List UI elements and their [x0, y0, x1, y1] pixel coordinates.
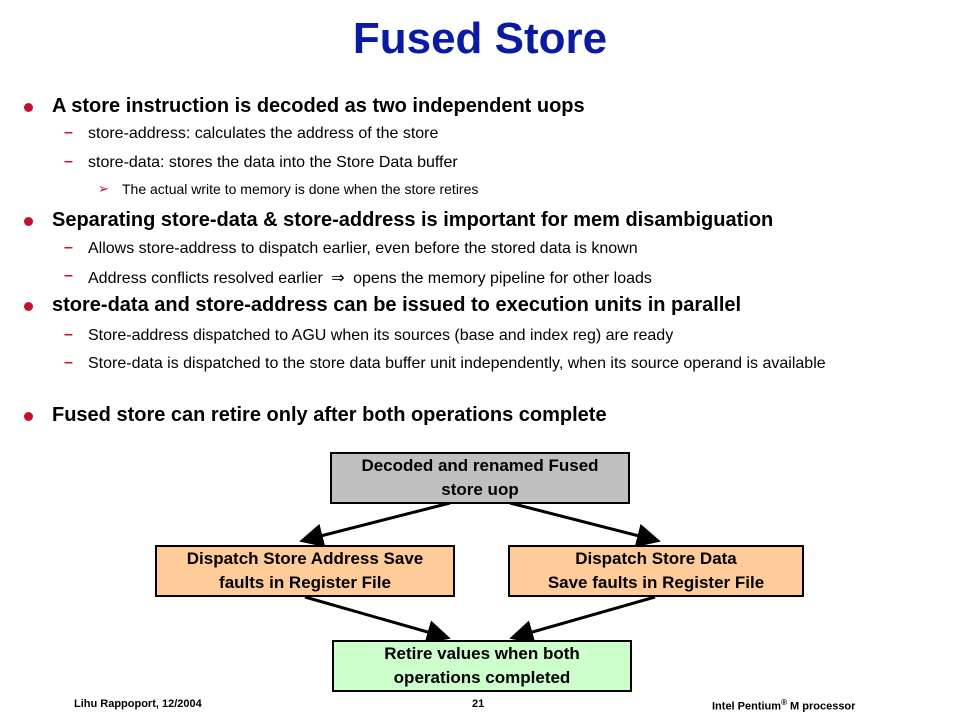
registered-mark: ®: [781, 698, 787, 707]
footer-product: Intel Pentium® M processor: [712, 698, 855, 713]
sub-bullet-text: store-address: calculates the address of…: [88, 125, 439, 142]
bullet-dot-icon: [24, 103, 33, 112]
dispatch-store-address-box: Dispatch Store Address Save faults in Re…: [155, 545, 455, 597]
arrow-data-to-retire: [509, 595, 656, 644]
footer-author: Lihu Rappoport, 12/2004: [74, 698, 202, 710]
bullet-text: A store instruction is decoded as two in…: [52, 95, 585, 117]
sub-bullet-text: Address conflicts resolved earlier: [88, 270, 323, 287]
arrow-address-to-retire: [304, 595, 451, 644]
fused-store-uop-box: Decoded and renamed Fused store uop: [330, 452, 630, 504]
dash-marker: –: [64, 354, 73, 371]
bullet-text: store-data and store-address can be issu…: [52, 294, 742, 316]
footer-product-prefix: Intel Pentium: [712, 700, 782, 713]
implies-icon: ⇒: [331, 270, 345, 287]
bullet-dot-icon: [24, 302, 33, 311]
sub-bullet-text: Store-data is dispatched to the store da…: [88, 355, 826, 372]
dash-marker: –: [64, 124, 73, 141]
bullet-dot-icon: [24, 412, 33, 421]
retire-values-box: Retire values when both operations compl…: [332, 640, 632, 692]
sub-bullet-text: Allows store-address to dispatch earlier…: [88, 240, 638, 257]
bullet-dot-icon: [24, 217, 33, 226]
dash-marker: –: [64, 239, 73, 256]
bullet-text: Separating store-data & store-address is…: [52, 209, 774, 231]
footer-product-suffix: M processor: [786, 700, 856, 713]
dash-marker: –: [64, 326, 73, 343]
dispatch-store-data-box: Dispatch Store Data Save faults in Regis…: [508, 545, 804, 597]
dash-marker: –: [64, 153, 73, 170]
box-line: Decoded and renamed Fused: [361, 456, 599, 475]
box-line: operations completed: [393, 668, 571, 687]
arrow-marker-icon: ➢: [98, 181, 109, 196]
box-line: Retire values when both: [384, 644, 580, 663]
slide-title: Fused Store: [352, 14, 608, 63]
footer-page-number: 21: [472, 698, 485, 710]
sub-sub-bullet-text: The actual write to memory is done when …: [122, 181, 479, 197]
box-line: store uop: [441, 480, 519, 499]
box-line: Dispatch Store Address Save: [186, 549, 424, 568]
sub-bullet-text: store-data: stores the data into the Sto…: [88, 154, 458, 171]
arrow-to-address: [299, 501, 451, 548]
dash-marker: –: [64, 267, 73, 284]
bullet-text: Fused store can retire only after both o…: [52, 404, 607, 426]
arrow-to-data: [509, 501, 661, 548]
box-line: Dispatch Store Data: [575, 549, 737, 568]
sub-bullet-text: opens the memory pipeline for other load…: [353, 270, 652, 287]
box-line: Save faults in Register File: [547, 573, 765, 592]
sub-bullet-text: Store-address dispatched to AGU when its…: [88, 327, 674, 344]
box-line: faults in Register File: [219, 573, 391, 592]
